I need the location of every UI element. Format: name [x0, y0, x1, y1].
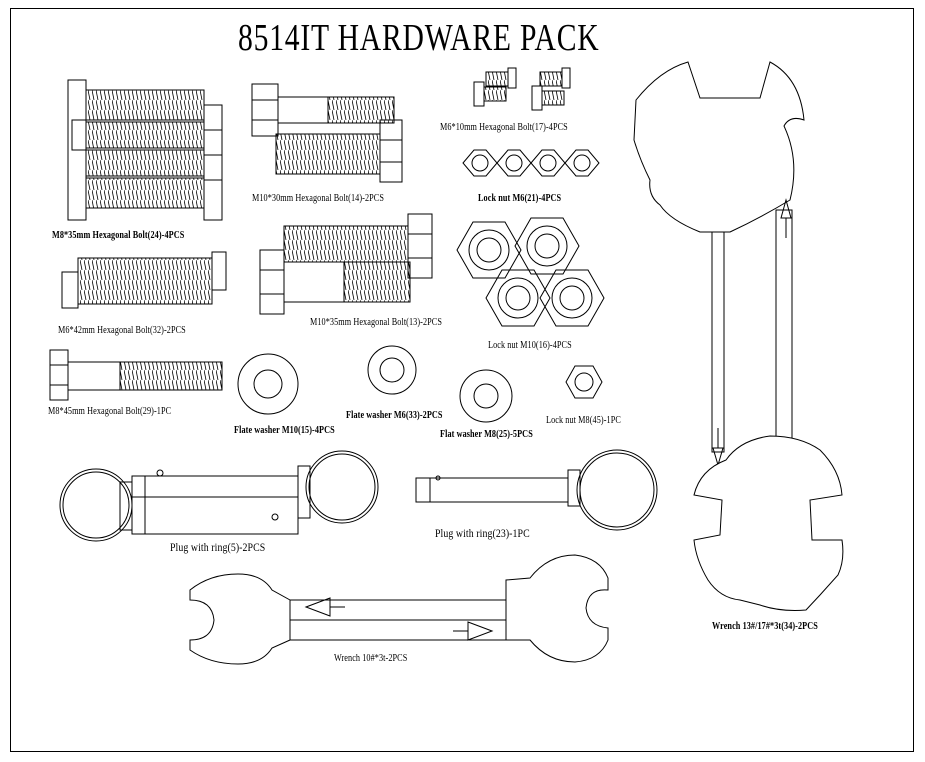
part-label-lock-nut-m10: Lock nut M10(16)-4PCS	[488, 340, 572, 351]
part-label-m8-45-bolt: M8*45mm Hexagonal Bolt(29)-1PC	[48, 406, 172, 417]
flat-washer-m10-drawing	[237, 353, 299, 415]
m8-45-bolt-drawing	[49, 349, 223, 401]
wrench-10-drawing	[189, 554, 609, 665]
part-label-flat-washer-m6: Flate washer M6(33)-2PCS	[346, 410, 443, 421]
m8-35-bolt-drawing	[67, 79, 223, 221]
plug-ring-5-drawing	[59, 450, 379, 542]
part-label-wrench-13-17: Wrench 13#/17#*3t(34)-2PCS	[712, 621, 818, 632]
drawing-frame	[10, 8, 914, 752]
m10-30-bolt-drawing	[251, 83, 403, 183]
plug-ring-23-drawing	[415, 449, 658, 531]
lock-nut-m8-drawing	[565, 365, 603, 399]
lock-nut-m6-drawing	[462, 149, 600, 177]
part-label-m10-30-bolt: M10*30mm Hexagonal Bolt(14)-2PCS	[252, 193, 385, 204]
part-label-m6-10-bolt: M6*10mm Hexagonal Bolt(17)-4PCS	[440, 122, 568, 133]
part-label-m8-35-bolt: M8*35mm Hexagonal Bolt(24)-4PCS	[52, 230, 185, 241]
wrench-13-17-drawing	[633, 61, 844, 611]
part-label-plug-ring-23: Plug with ring(23)-1PC	[435, 526, 530, 540]
m6-42-bolt-drawing	[61, 251, 227, 309]
m10-35-bolt-drawing	[259, 213, 433, 315]
m6-10-bolt-drawing	[473, 67, 571, 111]
part-label-lock-nut-m8: Lock nut M8(45)-1PC	[546, 415, 621, 426]
lock-nut-m10-drawing	[456, 217, 605, 327]
part-label-plug-ring-5: Plug with ring(5)-2PCS	[170, 540, 266, 554]
page-title: 8514IT HARDWARE PACK	[238, 17, 600, 59]
part-label-flat-washer-m8: Flat washer M8(25)-5PCS	[440, 429, 533, 440]
part-label-m10-35-bolt: M10*35mm Hexagonal Bolt(13)-2PCS	[310, 317, 443, 328]
part-label-m6-42-bolt: M6*42mm Hexagonal Bolt(32)-2PCS	[58, 325, 186, 336]
flat-washer-m8-drawing	[459, 369, 513, 423]
flat-washer-m6-drawing	[367, 345, 417, 395]
part-label-lock-nut-m6: Lock nut M6(21)-4PCS	[478, 193, 562, 204]
part-label-flat-washer-m10: Flate washer M10(15)-4PCS	[234, 425, 335, 436]
part-label-wrench-10: Wrench 10#*3t-2PCS	[334, 653, 408, 664]
